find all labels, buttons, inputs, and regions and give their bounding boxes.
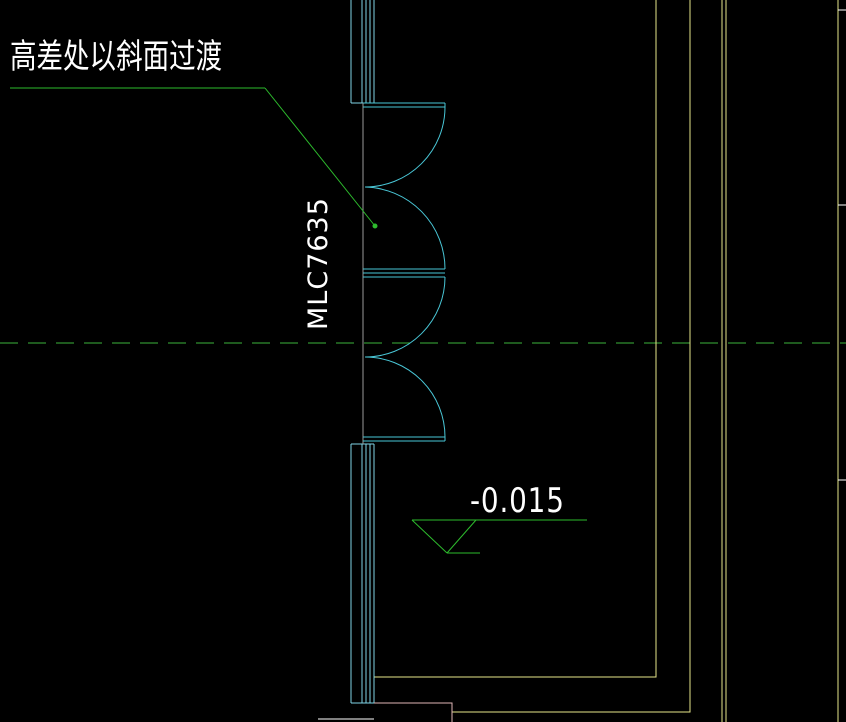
wall-lower: [350, 443, 375, 704]
yellow-boundary-lines: [374, 0, 839, 722]
annotation-leader: [10, 87, 378, 229]
door-tag-label: MLC7635: [303, 197, 334, 330]
door-swings: [363, 102, 446, 442]
elevation-symbol: [411, 519, 587, 554]
slope-transition-note: 高差处以斜面过渡: [10, 37, 223, 77]
elevation-value: -0.015: [470, 481, 565, 521]
wall-upper: [350, 0, 375, 104]
right-edge-ticks: [838, 9, 846, 481]
floor-edge: [318, 702, 453, 722]
